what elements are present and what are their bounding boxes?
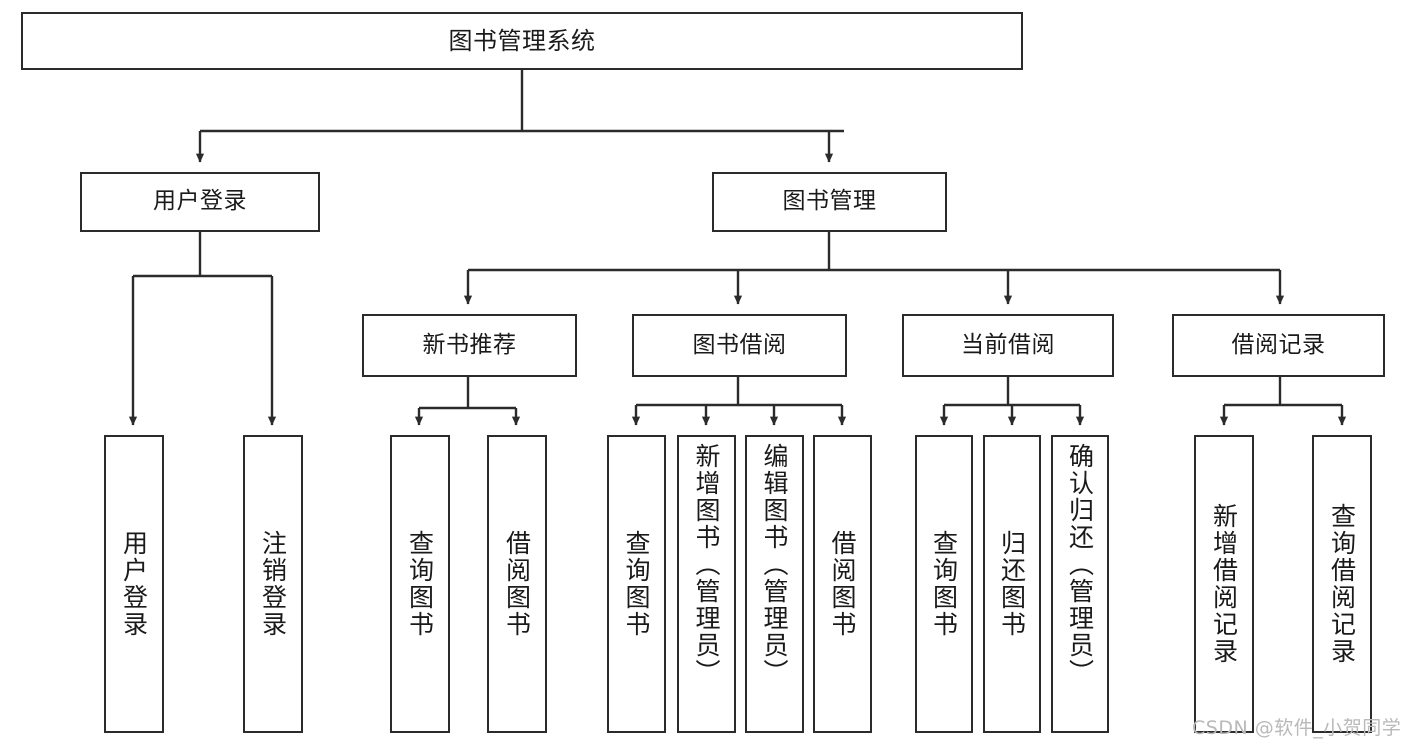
node-book-borrow[interactable]: 图书借阅: [632, 314, 847, 377]
leaf-logout[interactable]: 注销登录: [243, 435, 303, 733]
node-root-label: 图书管理系统: [448, 26, 596, 55]
leaf-borrow-book-label: 借阅图书: [828, 530, 857, 638]
node-user-login[interactable]: 用户登录: [80, 172, 320, 232]
leaf-return-book[interactable]: 归还图书: [983, 435, 1041, 733]
leaf-query-book-borrow-label: 查询图书: [622, 530, 651, 638]
leaf-edit-book-admin[interactable]: 编辑图书（管理员）: [745, 435, 804, 733]
leaf-borrow-book-new[interactable]: 借阅图书: [487, 435, 547, 733]
node-book-management-label: 图书管理: [782, 188, 877, 215]
leaf-borrow-book-new-label: 借阅图书: [502, 530, 532, 638]
leaf-add-book-admin-label: 新增图书（管理员）: [692, 443, 721, 686]
leaf-query-book-current[interactable]: 查询图书: [915, 435, 973, 733]
leaf-query-book-new[interactable]: 查询图书: [390, 435, 450, 733]
node-book-management[interactable]: 图书管理: [712, 172, 947, 232]
leaf-edit-book-admin-label: 编辑图书（管理员）: [760, 443, 789, 686]
node-current-borrow[interactable]: 当前借阅: [902, 314, 1114, 377]
node-borrow-record-label: 借阅记录: [1231, 331, 1326, 358]
leaf-borrow-book[interactable]: 借阅图书: [813, 435, 872, 733]
node-new-book-recommend[interactable]: 新书推荐: [362, 314, 577, 377]
leaf-confirm-return-admin-label: 确认归还（管理员）: [1065, 443, 1095, 686]
leaf-add-borrow-record[interactable]: 新增借阅记录: [1194, 435, 1254, 733]
node-borrow-record[interactable]: 借阅记录: [1172, 314, 1385, 377]
node-book-borrow-label: 图书借阅: [692, 331, 787, 358]
node-user-login-label: 用户登录: [153, 188, 247, 215]
watermark: CSDN @软件_小贺同学: [1192, 717, 1402, 739]
leaf-add-book-admin[interactable]: 新增图书（管理员）: [677, 435, 736, 733]
leaf-user-login-label: 用户登录: [119, 530, 149, 638]
leaf-confirm-return-admin[interactable]: 确认归还（管理员）: [1051, 435, 1109, 733]
leaf-query-book-new-label: 查询图书: [405, 530, 435, 638]
leaf-query-borrow-record-label: 查询借阅记录: [1327, 503, 1357, 665]
leaf-add-borrow-record-label: 新增借阅记录: [1209, 503, 1239, 665]
leaf-user-login[interactable]: 用户登录: [104, 435, 164, 733]
leaf-query-borrow-record[interactable]: 查询借阅记录: [1312, 435, 1372, 733]
node-root[interactable]: 图书管理系统: [21, 12, 1023, 70]
leaf-query-book-current-label: 查询图书: [929, 530, 959, 638]
node-current-borrow-label: 当前借阅: [961, 331, 1055, 358]
leaf-query-book-borrow[interactable]: 查询图书: [607, 435, 666, 733]
node-new-book-recommend-label: 新书推荐: [422, 331, 517, 358]
leaf-return-book-label: 归还图书: [997, 530, 1027, 638]
leaf-logout-label: 注销登录: [258, 530, 288, 638]
